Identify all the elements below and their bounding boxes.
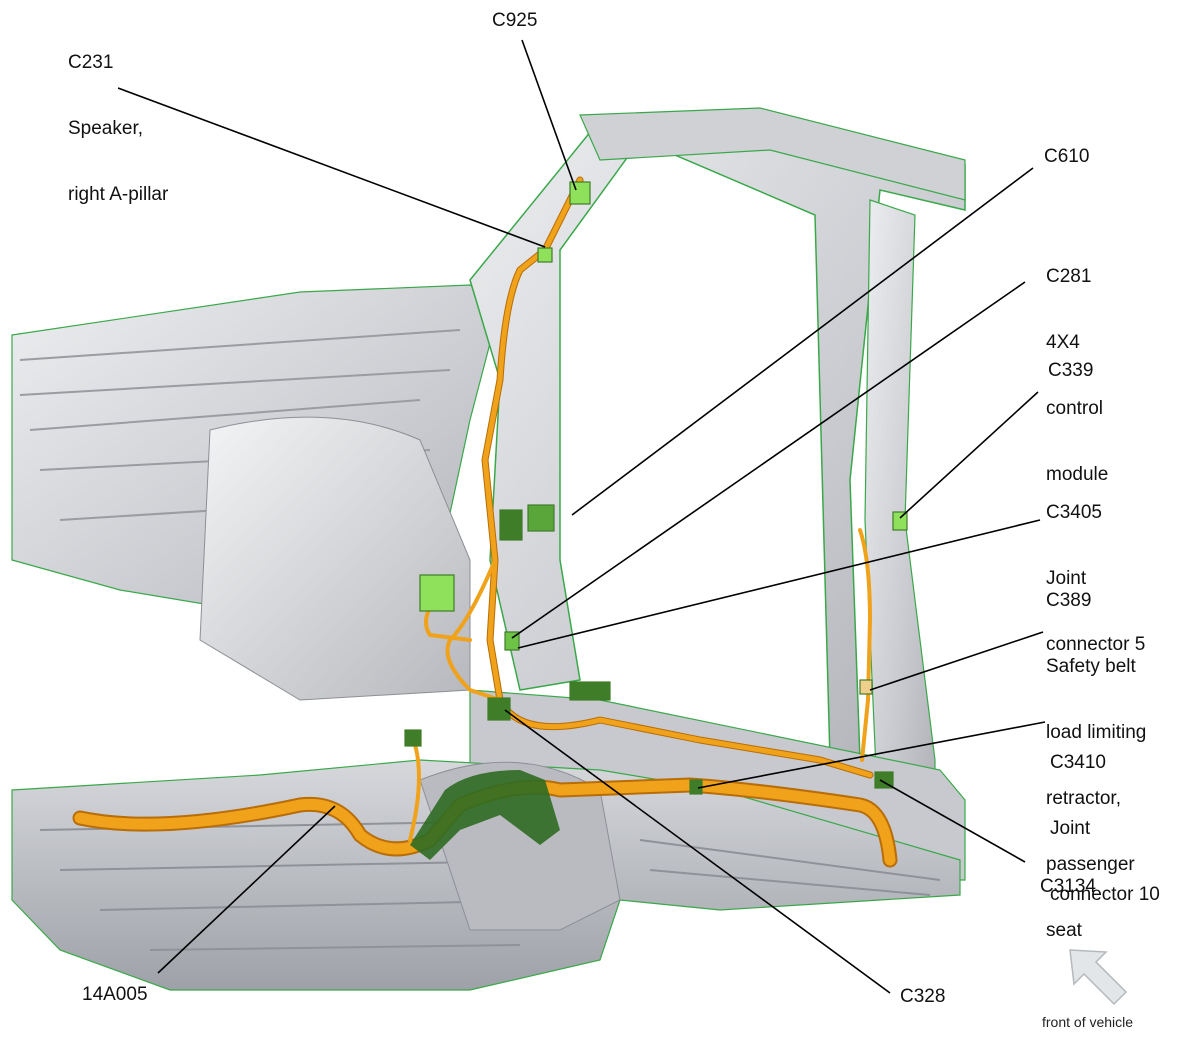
front-of-vehicle-arrow	[1069, 949, 1128, 1006]
callout-c281-desc-3: module	[1046, 464, 1109, 485]
harness-grommet	[410, 770, 560, 860]
roof-rail	[579, 107, 966, 201]
callout-c925: C925	[492, 10, 538, 31]
callout-c231: C231 Speaker, right A-pillar	[68, 8, 168, 228]
callout-c389-desc-2: load limiting	[1046, 722, 1147, 743]
callout-14a005: 14A005	[82, 984, 148, 1005]
front-of-vehicle-label: front of vehicle	[1042, 1014, 1134, 1030]
callout-c389-desc-1: Safety belt	[1046, 656, 1136, 677]
callout-c281-desc-1: 4X4	[1046, 332, 1080, 353]
callout-c3410-desc-2: connector 10	[1050, 884, 1160, 905]
callout-c3410: C3410 Joint connector 10	[1050, 708, 1160, 928]
callout-c3405-desc-1: Joint	[1046, 568, 1087, 589]
callout-c3405-desc-2: connector 5	[1046, 634, 1146, 655]
floor-ribs	[39, 819, 941, 951]
callout-c339: C339	[1048, 360, 1094, 381]
callout-c3134: C3134	[1040, 876, 1096, 897]
callout-c231-code: C231	[68, 52, 114, 73]
callout-c281-desc-2: control	[1046, 398, 1104, 419]
callout-c231-desc-2: right A-pillar	[68, 184, 169, 205]
callout-c3410-desc-1: Joint	[1050, 818, 1091, 839]
connectors	[404, 181, 908, 795]
callout-c389-desc-4: passenger	[1046, 854, 1135, 875]
leader-lines	[117, 39, 1046, 994]
callout-c281: C281 4X4 control module	[1046, 222, 1108, 508]
callout-c389: C389 Safety belt load limiting retractor…	[1046, 546, 1146, 964]
callout-c328: C328	[900, 986, 946, 1007]
dashboard-ribs	[19, 329, 461, 521]
callout-c389-code: C389	[1046, 590, 1092, 611]
callout-c3410-code: C3410	[1050, 752, 1106, 773]
footwell	[199, 416, 471, 701]
callout-c231-desc-1: Speaker,	[68, 118, 143, 139]
callout-c389-desc-3: retractor,	[1046, 788, 1121, 809]
callout-c281-code: C281	[1046, 266, 1092, 287]
callout-c389-desc-5: seat	[1046, 920, 1082, 941]
callout-c610: C610	[1044, 146, 1090, 167]
callout-c3405-code: C3405	[1046, 502, 1102, 523]
callout-c3405: C3405 Joint connector 5	[1046, 458, 1145, 678]
